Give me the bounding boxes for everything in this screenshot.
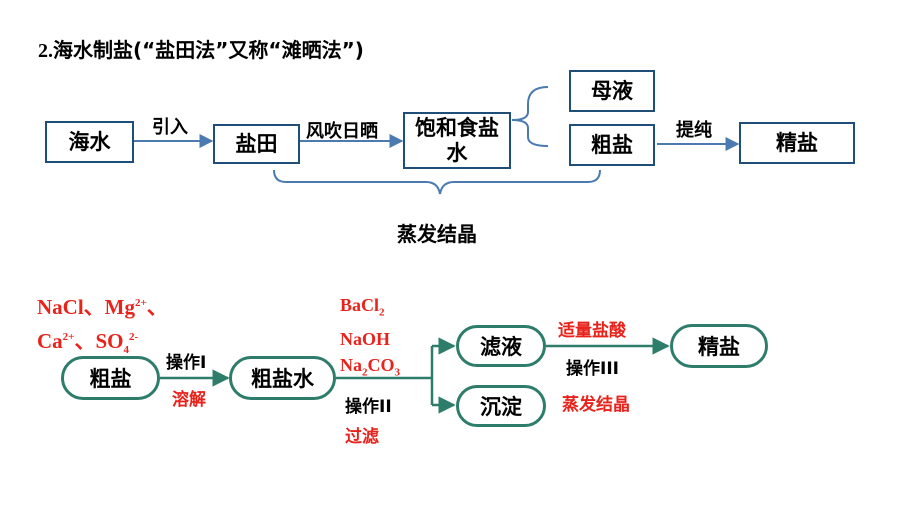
- op2-label: 操作II: [345, 397, 392, 417]
- pill-refined-salt: 精盐: [670, 324, 768, 368]
- pill-filtrate: 滤液: [456, 325, 546, 367]
- label-introduce: 引入: [152, 117, 188, 138]
- pill-crude-salt: 粗盐: [61, 356, 160, 400]
- bracket-split: [511, 86, 549, 147]
- reagent-naoh: NaOH: [340, 328, 391, 349]
- op1-dissolve: 溶解: [172, 390, 206, 410]
- op3-label: 操作III: [566, 359, 619, 379]
- label-purify: 提纯: [676, 120, 712, 141]
- impurity-line-1: NaCl、Mg2+、: [37, 295, 168, 319]
- box-refined-salt: 精盐: [739, 122, 855, 164]
- box-crude-salt: 粗盐: [569, 124, 655, 166]
- reagents-list: BaCl2 NaOH Na2CO3: [340, 292, 400, 385]
- brace-evaporate: [273, 169, 601, 195]
- pill-precipitate: 沉淀: [456, 385, 546, 427]
- reagent-na2co3: Na2CO3: [340, 354, 400, 379]
- label-wind-sun: 风吹日晒: [306, 121, 378, 142]
- impurity-line-2: Ca2+、SO42-: [37, 329, 139, 357]
- box-saltfield: 盐田: [213, 124, 300, 164]
- page-title: 2.海水制盐(“盐田法”又称“滩晒法”): [38, 34, 364, 63]
- impurity-ions: NaCl、Mg2+、 Ca2+、SO42-: [37, 288, 168, 365]
- op1-label: 操作I: [166, 353, 207, 373]
- op3-hcl: 适量盐酸: [558, 321, 626, 341]
- title-text: 海水制盐(“盐田法”又称“滩晒法”): [53, 38, 364, 62]
- op2-filter: 过滤: [345, 427, 379, 447]
- box-mother-liquor: 母液: [569, 70, 655, 112]
- box-seawater: 海水: [45, 121, 134, 163]
- label-evaporate: 蒸发结晶: [397, 222, 477, 246]
- box-saturated-brine: 饱和食盐水: [403, 112, 511, 169]
- op3-evaporate: 蒸发结晶: [562, 395, 630, 415]
- pill-crude-salt-water: 粗盐水: [229, 356, 336, 400]
- title-number: 2.: [38, 40, 53, 62]
- reagent-bacl2: BaCl2: [340, 295, 385, 319]
